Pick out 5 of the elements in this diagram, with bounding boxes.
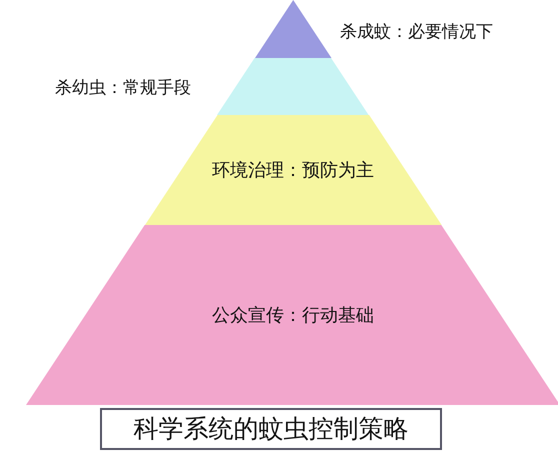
diagram-title: 科学系统的蚊虫控制策略 — [100, 408, 442, 450]
tier-label: 公众宣传：行动基础 — [211, 304, 375, 327]
tier-label: 环境治理：预防为主 — [210, 159, 375, 182]
tier-caption: 杀幼虫：常规手段 — [55, 77, 191, 99]
tier-caption: 杀成蚊：必要情况下 — [340, 21, 493, 43]
